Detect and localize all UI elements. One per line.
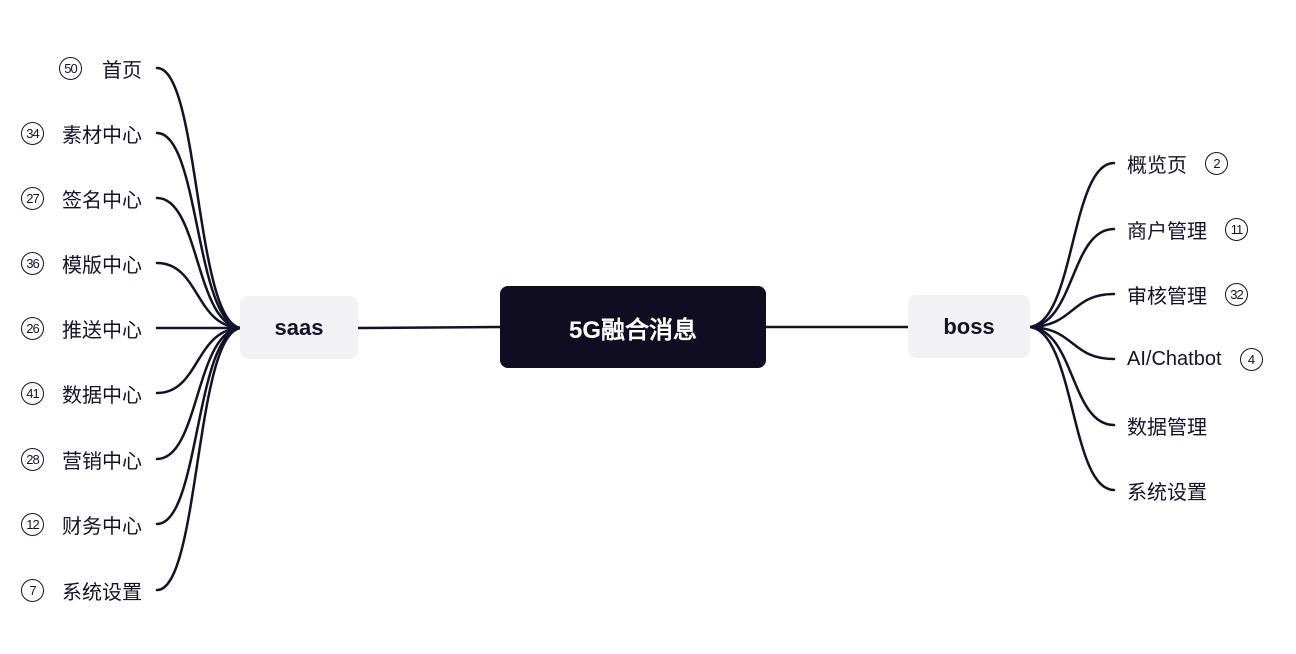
boss-child-node[interactable]: 数据管理 <box>1127 410 1207 440</box>
link-saas-child <box>155 261 244 330</box>
saas-child-node[interactable]: 12 财务中心 <box>21 509 142 539</box>
link-boss-child <box>1026 292 1116 329</box>
count-badge: 36 <box>21 251 44 275</box>
saas-child-node[interactable]: 50 首页 <box>59 53 142 83</box>
link-root-saas <box>356 325 502 330</box>
count-badge: 34 <box>21 121 44 145</box>
link-boss-child <box>1026 325 1116 361</box>
link-boss-child <box>1026 161 1116 329</box>
node-label: AI/Chatbot <box>1127 347 1222 370</box>
saas-child-node[interactable]: 27 签名中心 <box>21 183 142 213</box>
link-saas-child <box>155 326 244 395</box>
count-badge: 50 <box>59 56 82 80</box>
count-badge: 27 <box>21 186 44 210</box>
boss-child-node[interactable]: 审核管理 32 <box>1127 279 1248 309</box>
boss-child-node[interactable]: 系统设置 <box>1127 475 1207 505</box>
boss-child-node[interactable]: AI/Chatbot 4 <box>1127 344 1263 374</box>
node-label: 商户管理 <box>1127 220 1207 243</box>
link-saas-child <box>155 326 244 592</box>
branch-node-saas[interactable]: saas <box>240 296 358 359</box>
node-label: 数据中心 <box>62 384 142 407</box>
link-saas-child <box>155 326 244 461</box>
link-boss-child <box>1026 325 1116 492</box>
count-badge: 41 <box>21 381 44 405</box>
count-badge: 32 <box>1225 282 1248 306</box>
boss-child-node[interactable]: 商户管理 11 <box>1127 214 1248 244</box>
node-label: 审核管理 <box>1127 285 1207 308</box>
saas-child-node[interactable]: 28 营销中心 <box>21 444 142 474</box>
node-label: 签名中心 <box>62 189 142 212</box>
node-label: 系统设置 <box>1127 481 1207 504</box>
node-label: 概览页 <box>1127 154 1187 177</box>
count-badge: 4 <box>1239 347 1263 371</box>
link-saas-child <box>155 326 244 526</box>
link-boss-child <box>1026 227 1116 329</box>
link-saas-child <box>155 66 244 330</box>
saas-child-node[interactable]: 7 系统设置 <box>21 575 142 605</box>
node-label: 模版中心 <box>62 254 142 277</box>
link-saas-child <box>155 196 244 330</box>
count-badge: 7 <box>21 578 44 602</box>
saas-child-node[interactable]: 34 素材中心 <box>21 118 142 148</box>
count-badge: 28 <box>21 447 44 471</box>
node-label: 营销中心 <box>62 450 142 473</box>
saas-child-node[interactable]: 26 推送中心 <box>21 313 142 343</box>
branch-node-boss[interactable]: boss <box>908 295 1030 358</box>
count-badge: 11 <box>1225 217 1248 241</box>
count-badge: 26 <box>21 316 44 340</box>
node-label: 推送中心 <box>62 319 142 342</box>
node-label: 首页 <box>102 59 142 82</box>
count-badge: 2 <box>1205 151 1228 175</box>
boss-child-node[interactable]: 概览页 2 <box>1127 148 1228 178</box>
count-badge: 12 <box>21 512 44 536</box>
node-label: 系统设置 <box>62 581 142 604</box>
node-label: 数据管理 <box>1127 416 1207 439</box>
saas-child-node[interactable]: 41 数据中心 <box>21 378 142 408</box>
node-label: 素材中心 <box>62 124 142 147</box>
saas-child-node[interactable]: 36 模版中心 <box>21 248 142 278</box>
link-boss-child <box>1026 325 1116 427</box>
root-node[interactable]: 5G融合消息 <box>500 286 766 368</box>
node-label: 财务中心 <box>62 515 142 538</box>
link-saas-child <box>155 131 244 330</box>
